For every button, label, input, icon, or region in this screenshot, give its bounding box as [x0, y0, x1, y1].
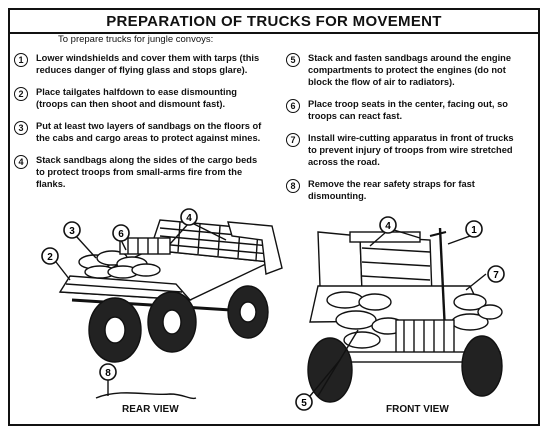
step-3: 3 Put at least two layers of sandbags on…	[14, 120, 264, 144]
step-number-badge: 4	[14, 155, 28, 169]
step-text: Stack and fasten sandbags around the eng…	[308, 53, 512, 87]
front-callout-1: 1	[465, 220, 483, 238]
title-bar: PREPARATION OF TRUCKS FOR MOVEMENT	[10, 10, 538, 34]
step-text: Remove the rear safety straps for fast d…	[308, 179, 475, 201]
step-6: 6 Place troop seats in the center, facin…	[286, 98, 524, 122]
step-number-badge: 7	[286, 133, 300, 147]
step-text: Place tailgates halfdown to ease dismoun…	[36, 87, 237, 109]
step-text: Install wire-cutting apparatus in front …	[308, 133, 514, 167]
step-text: Place troop seats in the center, facing …	[308, 99, 508, 121]
callout-number: 2	[47, 252, 53, 263]
step-7: 7 Install wire-cutting apparatus in fron…	[286, 132, 524, 168]
step-1: 1 Lower windshields and cover them with …	[14, 52, 264, 76]
rear-callout-2: 2	[41, 247, 59, 265]
step-number-badge: 6	[286, 99, 300, 113]
step-8: 8 Remove the rear safety straps for fast…	[286, 178, 524, 202]
step-number-badge: 3	[14, 121, 28, 135]
callout-number: 7	[493, 270, 499, 281]
front-view-caption: FRONT VIEW	[386, 404, 449, 415]
steps-column-left: 1 Lower windshields and cover them with …	[14, 52, 264, 200]
front-view-truck-illustration	[307, 227, 503, 403]
step-number-badge: 2	[14, 87, 28, 101]
step-5: 5 Stack and fasten sandbags around the e…	[286, 52, 524, 88]
front-callout-7: 7	[487, 265, 505, 283]
step-4: 4 Stack sandbags along the sides of the …	[14, 154, 264, 190]
callout-number: 3	[69, 226, 75, 237]
callout-number: 8	[105, 368, 111, 379]
callout-number: 1	[471, 225, 477, 236]
callout-number: 5	[301, 398, 307, 409]
poster-frame: PREPARATION OF TRUCKS FOR MOVEMENT	[8, 8, 540, 426]
step-number-badge: 1	[14, 53, 28, 67]
step-text: Put at least two layers of sandbags on t…	[36, 121, 262, 143]
front-callout-4: 4	[379, 216, 397, 234]
step-number-badge: 8	[286, 179, 300, 193]
step-2: 2 Place tailgates halfdown to ease dismo…	[14, 86, 264, 110]
intro-text: To prepare trucks for jungle convoys:	[58, 34, 214, 45]
steps-column-right: 5 Stack and fasten sandbags around the e…	[286, 52, 524, 212]
page-title: PREPARATION OF TRUCKS FOR MOVEMENT	[106, 12, 442, 30]
callout-number: 4	[186, 213, 192, 224]
rear-view-truck-illustration	[55, 219, 283, 400]
rear-view-caption: REAR VIEW	[122, 404, 179, 415]
front-callout-5: 5	[295, 393, 313, 411]
step-text: Stack sandbags along the sides of the ca…	[36, 155, 258, 189]
callout-number: 6	[118, 229, 124, 240]
step-number-badge: 5	[286, 53, 300, 67]
rear-callout-4: 4	[180, 208, 198, 226]
rear-callout-3: 3	[63, 221, 81, 239]
step-text: Lower windshields and cover them with ta…	[36, 53, 260, 75]
callout-number: 4	[385, 221, 391, 232]
rear-callout-8: 8	[99, 363, 117, 381]
rear-callout-6: 6	[112, 224, 130, 242]
